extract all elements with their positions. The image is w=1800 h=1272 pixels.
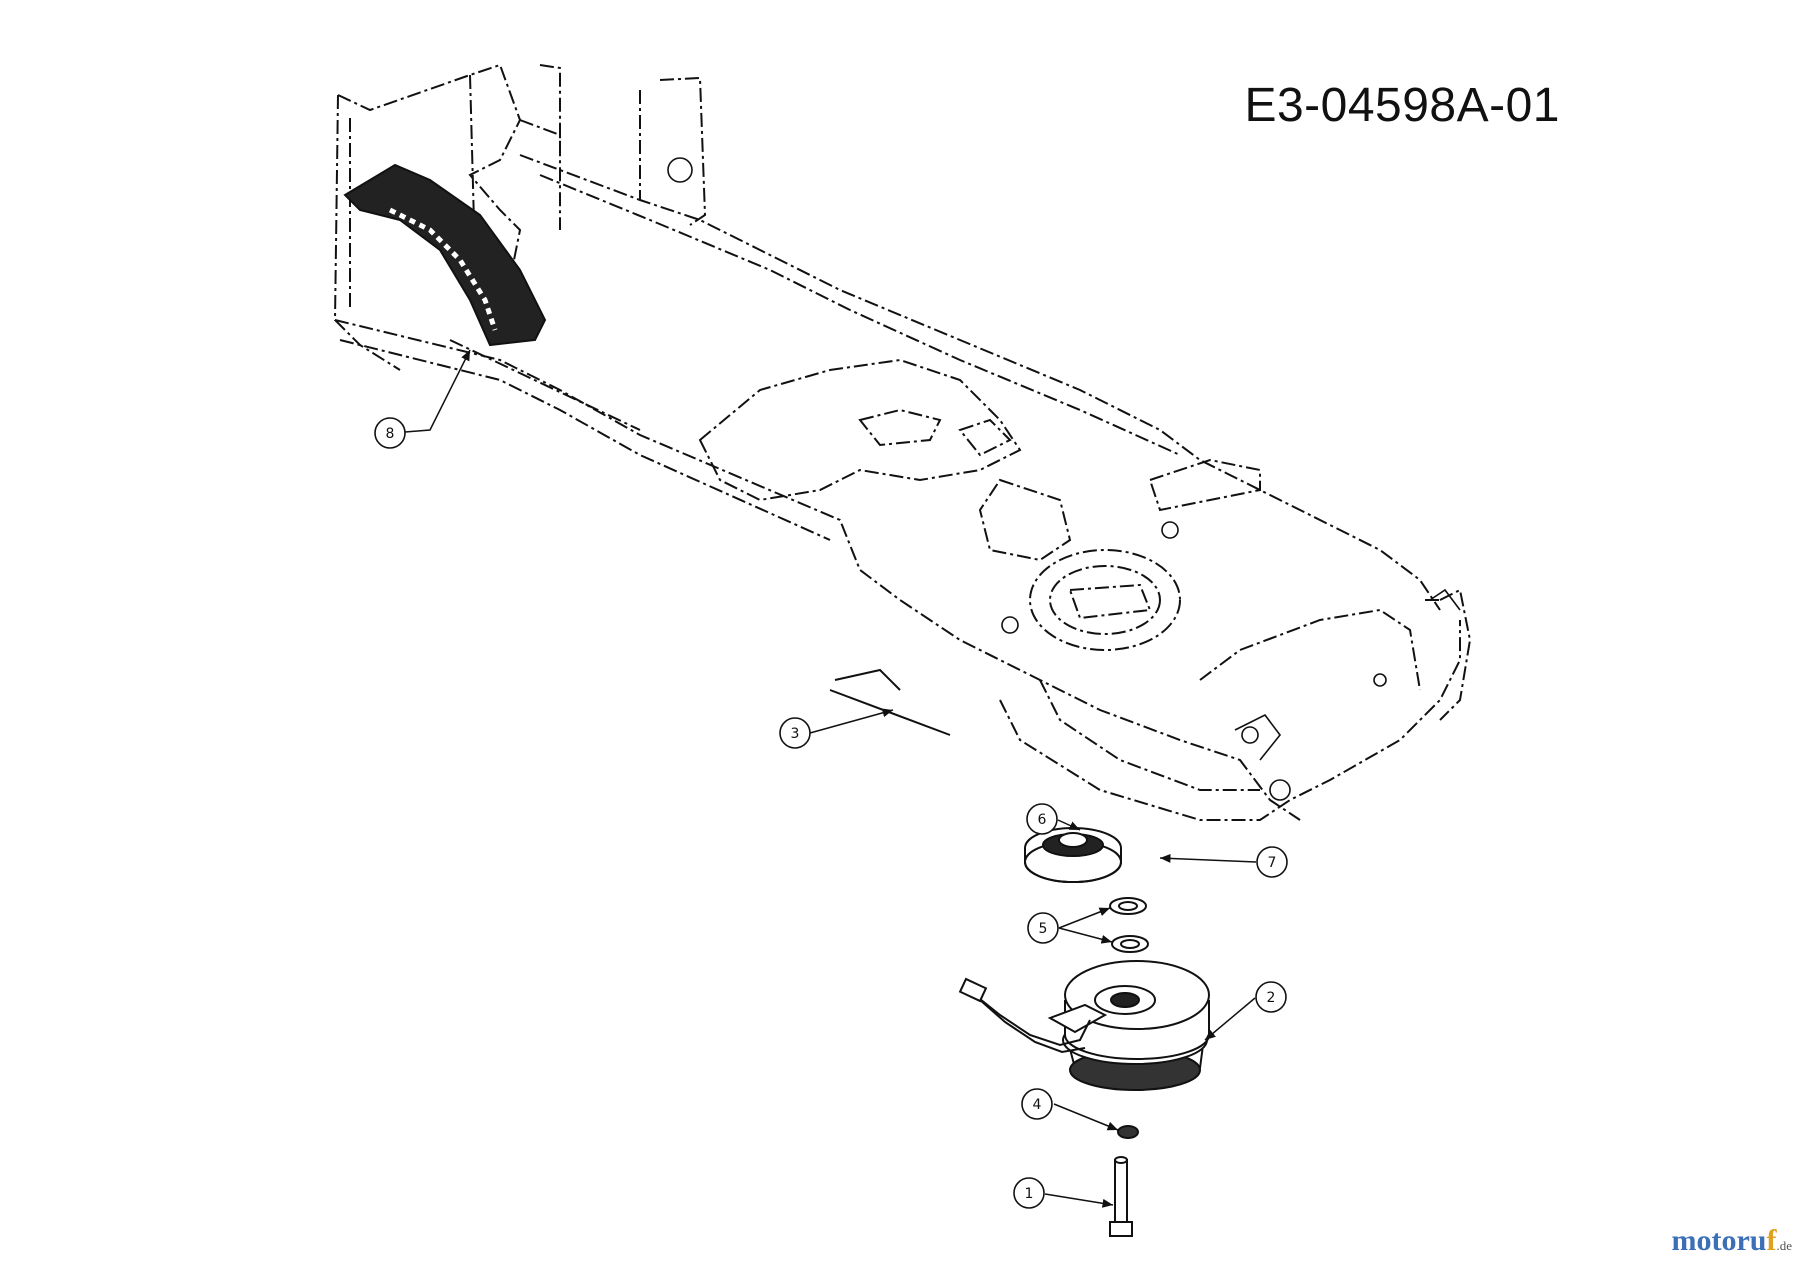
frame-details (667, 157, 1461, 801)
watermark-accent: f (1766, 1224, 1777, 1257)
callout-5[interactable]: 5 (1027, 912, 1059, 944)
callout-3-number: 3 (791, 726, 800, 742)
callout-7[interactable]: 7 (1256, 846, 1288, 878)
callout-3[interactable]: 3 (779, 717, 811, 749)
callout-6-number: 6 (1038, 812, 1047, 828)
diagram-part-code: E3-04598A-01 (1244, 79, 1560, 132)
callout-4-number: 4 (1033, 1097, 1042, 1113)
callout-8-number: 8 (386, 426, 395, 442)
watermark-main: motoru (1671, 1224, 1767, 1257)
motoruf-watermark: motoruf.de (1671, 1224, 1792, 1258)
idler-pulley (1024, 827, 1122, 883)
callout-1[interactable]: 1 (1013, 1177, 1045, 1209)
washers (1109, 897, 1149, 953)
watermark-tld: .de (1776, 1238, 1792, 1253)
mounting-bolt (1109, 1156, 1133, 1237)
lock-nut (1117, 1125, 1139, 1139)
callout-2-number: 2 (1267, 990, 1276, 1006)
callout-8[interactable]: 8 (374, 417, 406, 449)
deck-height-plate (343, 163, 547, 347)
callout-4[interactable]: 4 (1021, 1088, 1053, 1120)
pto-clutch (958, 960, 1210, 1091)
callout-5-number: 5 (1039, 921, 1048, 937)
callout-7-number: 7 (1268, 855, 1277, 871)
callout-6[interactable]: 6 (1026, 803, 1058, 835)
callout-2[interactable]: 2 (1255, 981, 1287, 1013)
callout-leaders (404, 349, 1257, 1208)
callout-1-number: 1 (1025, 1186, 1034, 1202)
tractor-frame (333, 63, 1472, 821)
linkage-rod (829, 668, 951, 736)
